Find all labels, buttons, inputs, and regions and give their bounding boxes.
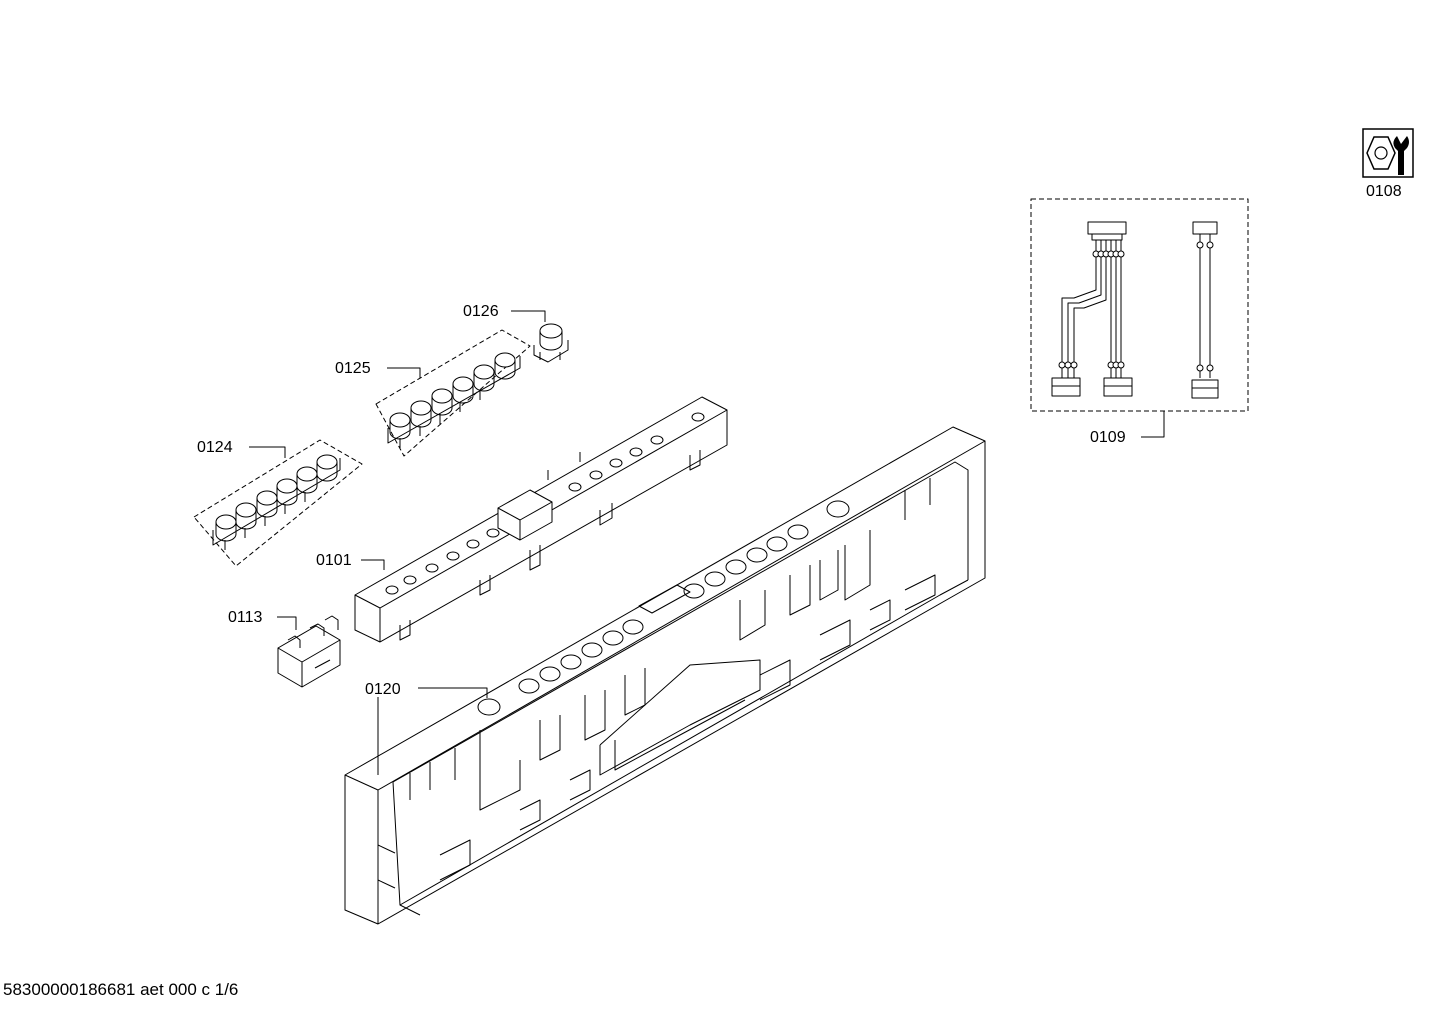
label-0108: 0108 [1366, 183, 1402, 200]
label-0109: 0109 [1090, 429, 1126, 446]
part-0125-button-strip [375, 329, 531, 457]
part-0109-cable-harness [1030, 198, 1249, 412]
part-0113-connector [277, 615, 341, 688]
part-0101-control-board [354, 396, 728, 643]
wrench-nut-icon [1362, 128, 1414, 178]
label-0124: 0124 [197, 439, 233, 456]
label-0125: 0125 [335, 360, 371, 377]
part-0124-button-strip [193, 439, 363, 567]
part-0120-fascia [344, 426, 986, 925]
leader-lines [249, 310, 1165, 775]
document-id-footer: 58300000186681 aet 000 c 1/6 [3, 980, 239, 999]
label-0113: 0113 [228, 609, 263, 626]
label-0120: 0120 [365, 681, 401, 698]
part-0126-single-button [533, 323, 569, 363]
label-0101: 0101 [316, 552, 352, 569]
label-0126: 0126 [463, 303, 499, 320]
